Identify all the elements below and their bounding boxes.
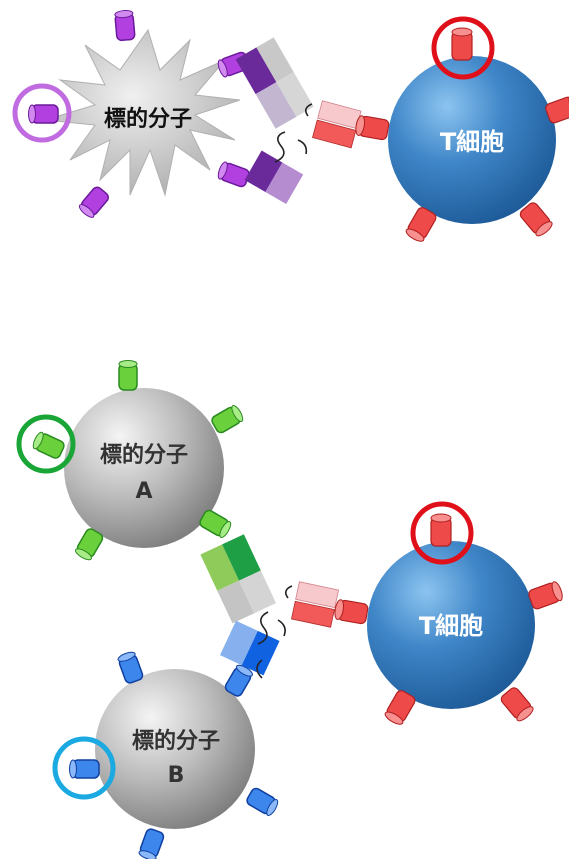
blue-tag-left xyxy=(69,759,100,779)
blue-tag-top xyxy=(117,651,144,684)
target-b-label: 標的分子 xyxy=(132,728,220,754)
red-receptor-bottom-right-b xyxy=(500,687,534,722)
blue-tag-upper-right xyxy=(224,664,253,697)
red-receptor-left xyxy=(355,115,390,141)
purple-tag-left xyxy=(28,104,59,124)
red-receptor-bottom-right xyxy=(519,202,553,237)
highlight-ring-purple xyxy=(12,83,72,143)
t-cell-top xyxy=(388,56,556,224)
target-b-letter: B xyxy=(168,763,185,788)
red-receptor-bottom-left xyxy=(405,207,437,242)
target-a-label: 標的分子 xyxy=(100,442,188,468)
trispecific-antibody xyxy=(200,534,339,679)
red-receptor-top-b xyxy=(430,513,452,547)
target-molecule-star xyxy=(44,28,241,197)
highlight-ring-red-top xyxy=(431,16,495,80)
red-receptor-left-b xyxy=(334,599,369,625)
highlight-ring-green xyxy=(16,414,76,474)
green-tag-top xyxy=(118,360,138,391)
red-receptor-top xyxy=(451,27,473,61)
purple-tag-bottom-left xyxy=(78,186,109,218)
green-tag-left xyxy=(32,431,65,459)
green-tag-bottom-right xyxy=(199,509,232,538)
green-tag-right xyxy=(211,405,244,434)
bispecific-antibody-top xyxy=(235,37,362,204)
green-tag-bottom-left xyxy=(75,528,104,561)
red-receptor-bottom-left-b xyxy=(384,690,416,725)
bottom-panel: 標的分子 A 標的分子 B xyxy=(16,360,563,859)
red-receptor-right-b xyxy=(528,581,563,610)
purple-tag-top xyxy=(114,9,136,42)
target-label: 標的分子 xyxy=(104,106,192,132)
top-panel: 標的分子 xyxy=(12,9,569,242)
highlight-ring-blue xyxy=(52,736,116,800)
target-molecule-b xyxy=(95,669,255,829)
hinge-linker-top xyxy=(274,131,308,163)
t-cell-label: T細胞 xyxy=(440,128,504,156)
purple-tag-lower-right xyxy=(217,161,250,188)
t-cell-bottom xyxy=(367,541,535,709)
blue-tag-bottom xyxy=(138,828,165,859)
highlight-ring-red-bottom xyxy=(410,501,474,565)
blue-tag-right xyxy=(246,787,279,816)
t-cell-label-bottom: T細胞 xyxy=(419,612,483,640)
target-molecule-a xyxy=(64,388,224,548)
hinge-linker-bottom xyxy=(256,611,286,679)
target-a-letter: A xyxy=(135,479,152,504)
